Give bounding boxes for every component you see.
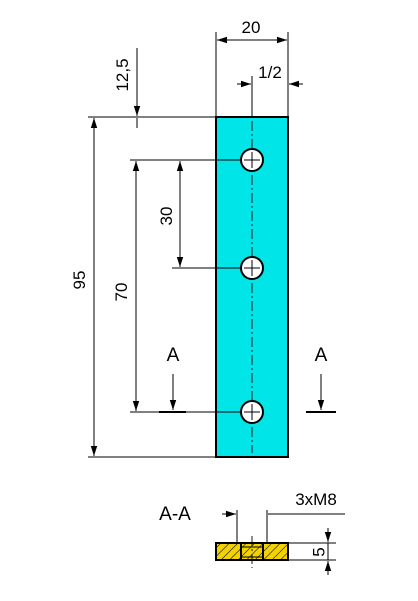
section-view-label: A-A [159,504,191,525]
section-marker-left: A [159,345,186,413]
dim-hole-offset-label: 1/2 [258,63,282,82]
section-marker-right: A [306,345,336,413]
dim-hole-offset: 1/2 [237,63,303,117]
dim-top-offset-label: 12,5 [113,58,132,91]
dim-top-offset: 12,5 [113,48,141,128]
section-marker-right-label: A [315,345,328,366]
section-marker-left-label: A [167,345,180,366]
hole-middle [240,256,264,280]
dim-width-label: 20 [242,18,261,37]
dim-total-length-label: 95 [70,271,89,290]
dim-thickness-label: 5 [309,547,328,556]
hole-bottom [240,400,264,424]
thread-callout: 3xM8 [222,490,345,543]
dim-total-length: 95 [70,118,98,456]
dim-hole-pitch: 30 [157,161,184,267]
thread-callout-label: 3xM8 [295,490,337,509]
dim-width: 20 [215,18,289,117]
dim-hole-pitch-label: 30 [157,207,176,226]
section-view [215,536,289,568]
dim-hole-span-label: 70 [112,283,131,302]
hole-top [240,148,264,172]
dim-thickness: 5 [288,528,336,575]
dim-hole-span: 70 [112,161,140,411]
